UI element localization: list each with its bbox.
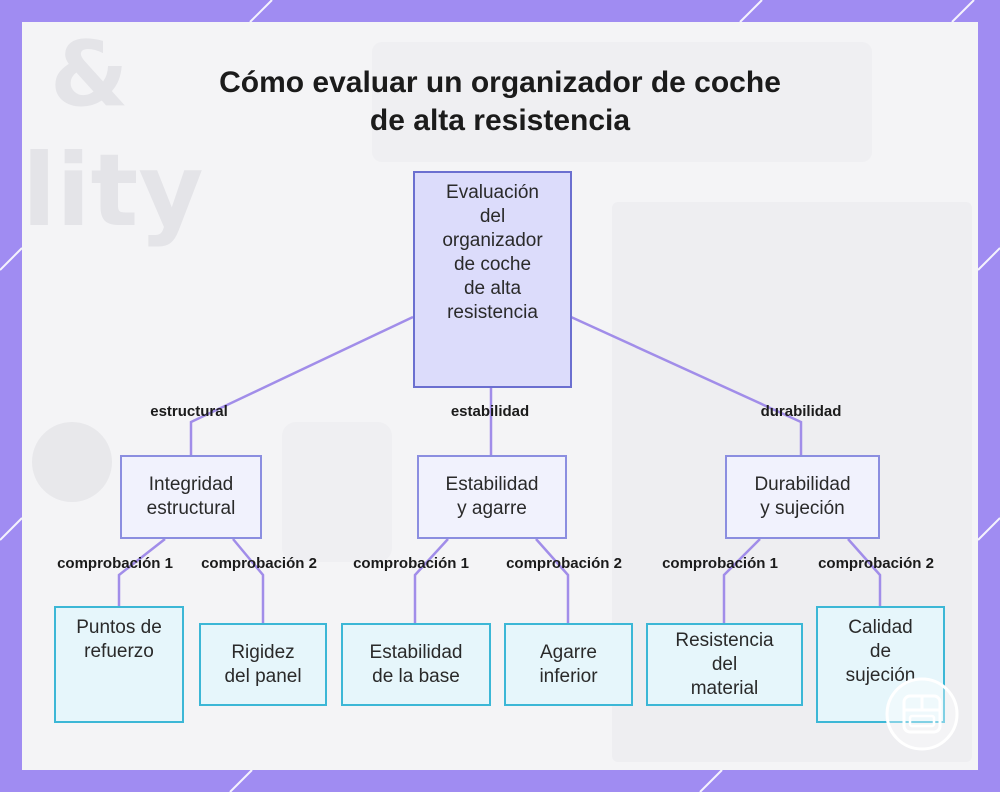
node-line: Durabilidad: [754, 473, 850, 497]
root-line: del: [442, 205, 542, 229]
node-line: Integridad: [147, 473, 236, 497]
leaf-estabilidad-de-la-base: Estabilidad de la base: [341, 623, 491, 706]
node-integridad-estructural: Integridad estructural: [120, 455, 262, 539]
node-line: y sujeción: [754, 497, 850, 521]
leaf-line: Agarre: [539, 641, 597, 665]
leaf-rigidez-del-panel: Rigidez del panel: [199, 623, 327, 706]
diagram-title-line-1: Cómo evaluar un organizador de coche: [150, 64, 850, 102]
leaf-line: refuerzo: [76, 640, 162, 664]
leaf-line: del panel: [224, 665, 301, 689]
leaf-line: de: [846, 640, 916, 664]
node-durabilidad-sujecion: Durabilidad y sujeción: [725, 455, 880, 539]
root-line: de coche: [442, 253, 542, 277]
diagram-title-line-2: de alta resistencia: [150, 102, 850, 140]
leaf-line: Puntos de: [76, 616, 162, 640]
leaf-line: Rigidez: [224, 641, 301, 665]
edge-label-comprobacion-2: comprobación 2: [818, 555, 934, 572]
leaf-puntos-de-refuerzo: Puntos de refuerzo: [54, 606, 184, 723]
root-line: resistencia: [442, 301, 542, 325]
leaf-line: Calidad: [846, 616, 916, 640]
node-line: Estabilidad: [446, 473, 539, 497]
edge-label-comprobacion-1: comprobación 1: [353, 555, 469, 572]
leaf-line: Estabilidad: [370, 641, 463, 665]
root-node: Evaluación del organizador de coche de a…: [413, 171, 572, 388]
edge-label-comprobacion-2: comprobación 2: [201, 555, 317, 572]
leaf-line: Resistencia: [675, 629, 773, 653]
leaf-line: inferior: [539, 665, 597, 689]
edge-label-estructural: estructural: [150, 403, 228, 420]
node-estabilidad-agarre: Estabilidad y agarre: [417, 455, 567, 539]
edge-label-estabilidad: estabilidad: [451, 403, 529, 420]
leaf-line: material: [675, 677, 773, 701]
leaf-line: de la base: [370, 665, 463, 689]
edge-label-comprobacion-2: comprobación 2: [506, 555, 622, 572]
edge-label-comprobacion-1: comprobación 1: [662, 555, 778, 572]
node-line: y agarre: [446, 497, 539, 521]
root-line: organizador: [442, 229, 542, 253]
root-line: Evaluación: [442, 181, 542, 205]
edge-label-comprobacion-1: comprobación 1: [57, 555, 173, 572]
root-line: de alta: [442, 277, 542, 301]
watermark-logo-icon: [884, 676, 960, 752]
edge-label-durabilidad: durabilidad: [761, 403, 842, 420]
node-line: estructural: [147, 497, 236, 521]
leaf-resistencia-del-material: Resistencia del material: [646, 623, 803, 706]
leaf-line: del: [675, 653, 773, 677]
leaf-agarre-inferior: Agarre inferior: [504, 623, 633, 706]
